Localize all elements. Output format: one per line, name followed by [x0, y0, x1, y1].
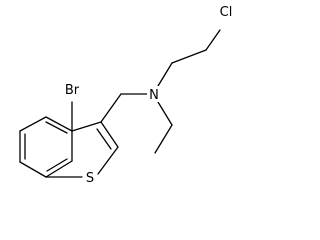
bond-chloroethyl-ch2-ch2 — [171, 49, 207, 64]
bond-c3-c2-inner — [96, 128, 112, 150]
bond-c5-c6 — [19, 116, 47, 132]
bond-inner-c7a-c3a — [46, 158, 68, 172]
cl-label-bg — [218, 3, 236, 19]
atom-cl-label: Cl — [220, 5, 233, 20]
bond-c4-c5 — [45, 116, 73, 132]
atom-br-label: Br — [65, 83, 80, 98]
bond-c3a-c3 — [71, 121, 102, 132]
n-label-bg — [147, 86, 161, 102]
atom-s-label: S — [86, 171, 94, 186]
bond-c2-s — [97, 146, 119, 175]
s-label-bg — [83, 169, 96, 185]
molecule-structure: Br S N Cl — [19, 3, 236, 186]
bond-inner-c4-c5 — [45, 121, 68, 134]
bond-c7a-c3a — [45, 160, 73, 178]
bond-c3-ch2 — [100, 93, 122, 123]
bond-n-ethyl-ch2 — [157, 101, 173, 126]
bond-c7-c7a — [19, 161, 47, 178]
atom-n-label: N — [149, 88, 159, 103]
bond-c3-c2 — [100, 121, 119, 148]
bond-ch2-cl — [205, 29, 221, 51]
bond-ethyl-ch2-ch3 — [154, 124, 173, 154]
br-label-bg — [62, 82, 83, 98]
bond-n-chloroethyl-ch2 — [157, 62, 173, 87]
